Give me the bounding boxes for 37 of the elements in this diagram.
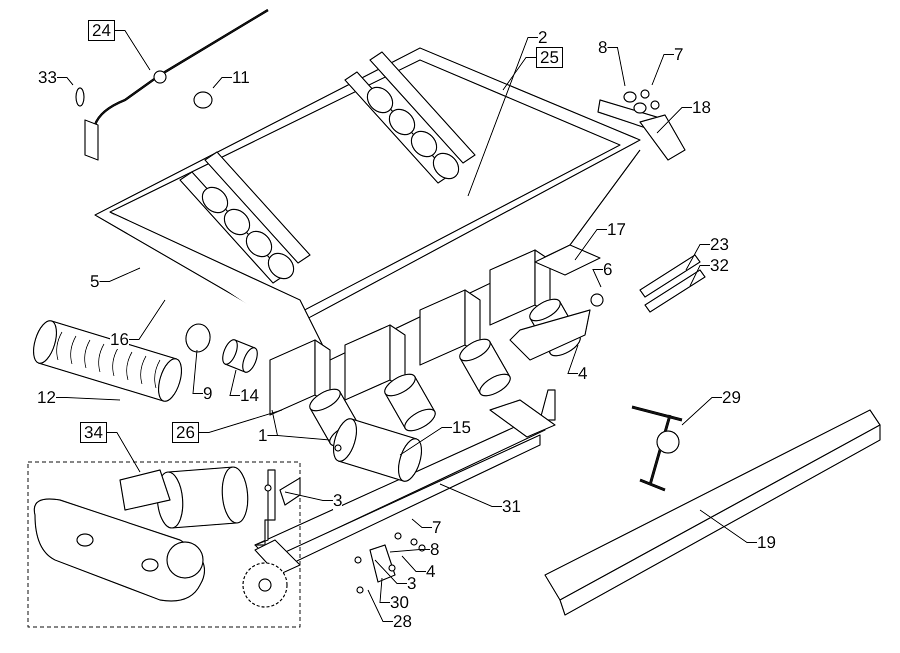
leader-line	[402, 556, 426, 572]
leader-line	[567, 344, 578, 374]
leader-line	[192, 350, 204, 394]
leader-line	[212, 77, 232, 88]
leader-line	[690, 265, 710, 286]
callout-number: 25	[536, 47, 563, 68]
leader-line	[574, 229, 608, 260]
leader-line	[114, 30, 150, 70]
leader-line	[412, 518, 432, 528]
leader-line	[368, 590, 394, 622]
leader-line	[502, 57, 536, 90]
leader-line	[56, 77, 74, 86]
leader-line	[400, 427, 452, 456]
leader-line	[656, 107, 692, 134]
callout-number: 26	[172, 422, 199, 443]
leader-line	[468, 37, 538, 196]
leader-line	[284, 492, 334, 501]
leader-line	[700, 510, 758, 543]
leader-line	[379, 578, 390, 603]
callout-number: 34	[80, 422, 107, 443]
leader-line	[682, 397, 722, 426]
callout-number: 24	[88, 20, 115, 41]
callout-number: 16	[110, 330, 129, 349]
leader-line	[55, 397, 120, 400]
leader-line	[390, 549, 430, 552]
leader-line	[592, 269, 604, 288]
leader-line	[440, 484, 502, 507]
leader-line	[652, 54, 674, 86]
leader-line	[98, 268, 140, 282]
leader-line	[686, 244, 710, 270]
leader-line	[229, 370, 240, 396]
leader-line	[128, 300, 166, 340]
leader-line	[374, 560, 408, 584]
callout-number: 3	[333, 491, 342, 510]
leader-line	[198, 410, 282, 433]
leader-line	[606, 47, 626, 86]
leader-line	[106, 432, 140, 472]
